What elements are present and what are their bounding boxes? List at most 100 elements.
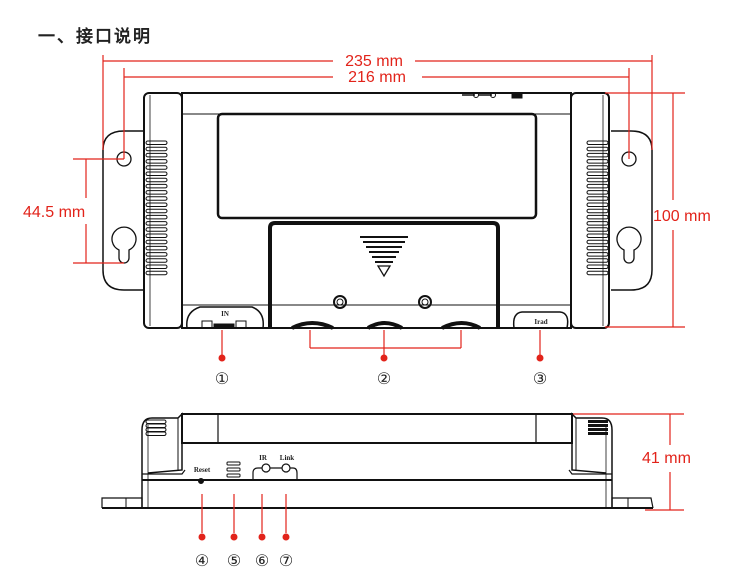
- vent-slot: [586, 208, 609, 214]
- vent-slot: [145, 427, 167, 432]
- top-view-device: [102, 92, 653, 330]
- callout-4: ④: [195, 553, 209, 570]
- vent-slot: [586, 221, 609, 226]
- top-panel: [216, 112, 538, 220]
- vent-triangle-icon: [360, 236, 408, 278]
- led-bar-1: [226, 461, 241, 466]
- callout-5: ⑤: [227, 553, 241, 570]
- vent-slot: [145, 171, 168, 176]
- side-right-block: [571, 412, 613, 508]
- vent-slot: [145, 146, 168, 152]
- left-mounting-ear: [102, 130, 144, 291]
- link-led: [281, 463, 291, 473]
- vent-slot: [588, 424, 608, 427]
- vent-slot: [586, 196, 609, 201]
- led-bar-3: [226, 473, 241, 478]
- dim-hole-spacing-height: 44.5 mm: [23, 204, 85, 221]
- right-vent-slots: [586, 140, 609, 276]
- screw-left: [333, 295, 347, 309]
- left-keyhole: [111, 226, 137, 264]
- vent-slot: [145, 233, 168, 238]
- vent-slot: [586, 264, 609, 269]
- vent-slot: [145, 140, 168, 145]
- vent-slot: [586, 214, 609, 220]
- vent-slot: [586, 152, 609, 158]
- right-mounting-ear: [611, 130, 653, 291]
- callout-2: ②: [377, 371, 391, 388]
- screw-right: [418, 295, 432, 309]
- vent-slot: [586, 146, 609, 152]
- vent-slot: [588, 428, 608, 431]
- reset-label: Reset: [194, 466, 211, 474]
- port-irad: [512, 311, 569, 329]
- ir-label: IR: [259, 454, 268, 462]
- cable-gland-2: [366, 321, 403, 330]
- vent-slot: [586, 159, 609, 164]
- link-label: Link: [280, 454, 295, 462]
- right-keyhole: [616, 226, 642, 264]
- vent-slot: [145, 183, 168, 189]
- vent-slot: [145, 214, 168, 220]
- vent-slot: [145, 177, 168, 183]
- vent-slot: [145, 202, 168, 207]
- cover-plate: [268, 221, 500, 328]
- reset-button: [198, 478, 204, 484]
- section-title: 一、接口说明: [38, 27, 152, 47]
- side-main-body: [181, 413, 573, 444]
- dim-hole-spacing-width: 216 mm: [348, 69, 406, 86]
- vent-slot: [586, 165, 609, 170]
- vent-slot: [145, 159, 168, 164]
- vent-slot: [145, 227, 168, 232]
- vent-slot: [586, 202, 609, 207]
- vent-slot: [586, 233, 609, 238]
- left-foot: [101, 497, 143, 508]
- ir-led: [261, 463, 271, 473]
- callout-6: ⑥: [255, 553, 269, 570]
- main-body: [181, 92, 572, 329]
- left-vent-slots: [145, 140, 168, 276]
- cable-gland-1: [291, 321, 334, 330]
- vent-slot: [586, 183, 609, 189]
- vent-slot: [145, 264, 168, 269]
- callout-7: ⑦: [279, 553, 293, 570]
- vent-slot: [145, 423, 167, 428]
- vent-slot: [586, 177, 609, 183]
- side-view-device: [101, 412, 654, 509]
- side-vent-slots: [145, 419, 608, 436]
- callout-dots-top: [218, 354, 544, 362]
- vent-slot: [145, 165, 168, 170]
- callout-1: ①: [215, 371, 229, 388]
- ir-link-housing: [252, 467, 298, 480]
- dim-depth: 41 mm: [642, 450, 691, 467]
- vent-slot: [586, 252, 609, 257]
- callout-3: ③: [533, 371, 547, 388]
- vent-slot: [145, 196, 168, 201]
- cable-gland-3: [441, 321, 481, 330]
- right-foot: [611, 497, 654, 509]
- vent-slot: [586, 227, 609, 232]
- vent-slot: [586, 140, 609, 145]
- vent-slot: [145, 152, 168, 158]
- dimension-lines-side: [201, 413, 684, 533]
- side-left-block: [141, 412, 183, 508]
- vent-slot: [586, 270, 609, 276]
- vent-slot: [145, 252, 168, 257]
- vent-slot: [145, 431, 167, 436]
- vent-slot: [145, 239, 168, 245]
- dimension-lines-top: [73, 55, 685, 357]
- vent-slot: [145, 258, 168, 263]
- port-irad-label: Irad: [534, 318, 547, 326]
- vent-slot: [145, 270, 168, 276]
- vent-slot: [145, 419, 167, 424]
- vent-slot: [586, 171, 609, 176]
- vent-slot: [586, 258, 609, 263]
- vent-slot: [588, 420, 608, 423]
- vent-slot: [145, 221, 168, 226]
- vent-slot: [145, 245, 168, 251]
- dim-overall-width: 235 mm: [345, 53, 403, 70]
- led-bar-2: [226, 467, 241, 472]
- port-in: [186, 306, 265, 329]
- vent-slot: [145, 208, 168, 214]
- vent-slot: [586, 245, 609, 251]
